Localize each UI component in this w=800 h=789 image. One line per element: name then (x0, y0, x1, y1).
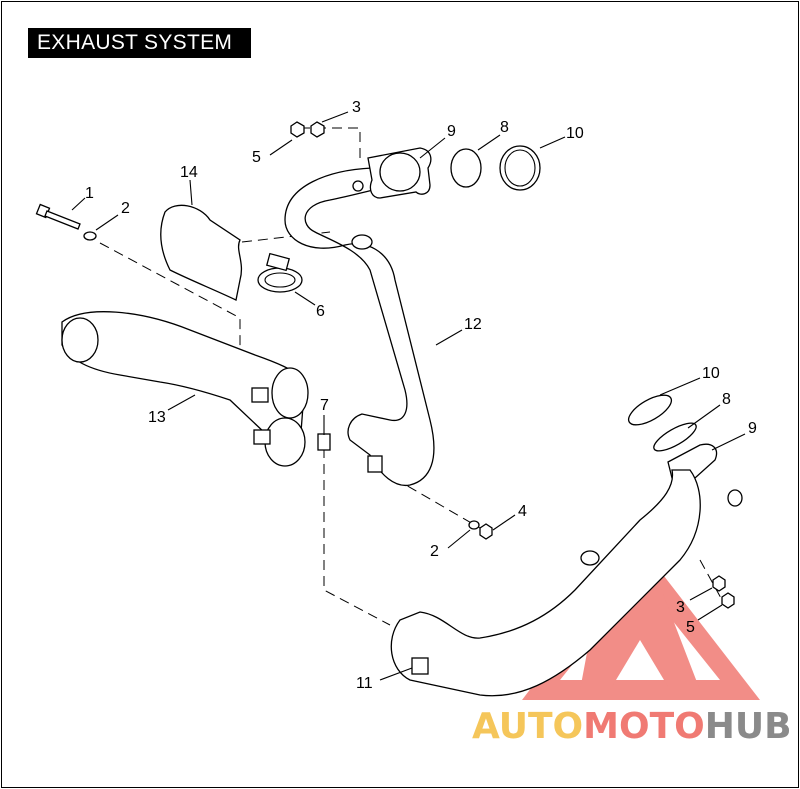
watermark-hub: HUB (705, 706, 792, 747)
callout-12: 12 (464, 316, 482, 333)
callout-6: 6 (316, 303, 325, 320)
part-2-washer (83, 231, 97, 241)
callout-10-lower: 10 (702, 365, 720, 382)
part-14-heat-shield (160, 204, 243, 301)
callout-8-lower: 8 (722, 391, 731, 408)
callout-13: 13 (148, 409, 166, 426)
watermark-moto: MOTO (583, 706, 705, 747)
part-4-nut (479, 523, 493, 540)
part-12-sensor-boss (351, 234, 373, 250)
callout-labels: 1 2 3 5 9 8 10 14 6 12 13 7 10 8 9 4 2 3… (85, 99, 757, 692)
part-7-spacer (317, 433, 331, 451)
callout-2-lower: 2 (430, 543, 439, 560)
watermark-auto: AUTO (472, 706, 583, 747)
leader-lines (71, 111, 746, 681)
watermark-text: AUTOMOTOHUB (472, 706, 792, 747)
part-11-rear-head-pipe (390, 469, 701, 697)
part-10-retaining-ring-lower (627, 394, 673, 426)
callout-9-lower: 9 (748, 420, 757, 437)
diagram-title: EXHAUST SYSTEM (28, 28, 251, 58)
callout-1: 1 (85, 185, 94, 202)
part-3-nut-lower (712, 575, 726, 592)
callout-2: 2 (121, 200, 130, 217)
callout-3: 3 (352, 99, 361, 116)
callout-7: 7 (320, 397, 329, 414)
callout-9: 9 (447, 123, 456, 140)
part-8-gasket-ring (450, 148, 482, 188)
part-11-stud (727, 489, 743, 507)
callout-11: 11 (356, 675, 373, 692)
part-5-nut (290, 121, 305, 138)
callout-3-lower: 3 (676, 599, 685, 616)
part-13-crossover (61, 311, 309, 467)
callout-10: 10 (566, 125, 584, 142)
callout-5-lower: 5 (686, 619, 695, 636)
part-11-sensor-boss (580, 550, 600, 566)
callout-8: 8 (500, 119, 509, 136)
part-10-retaining-ring (499, 145, 541, 191)
part-6-clamp (257, 252, 303, 293)
part-2-washer-lower (468, 520, 480, 530)
part-8-gasket-ring-lower (653, 422, 697, 452)
callout-4: 4 (518, 503, 527, 520)
part-12-front-head-pipe (284, 167, 435, 487)
part-12-bracket (367, 455, 383, 473)
callout-14: 14 (180, 164, 198, 181)
part-1-bolt (35, 203, 81, 230)
part-3-nut (310, 121, 325, 138)
part-11-bracket (411, 657, 429, 675)
part-5-nut-lower (721, 592, 735, 609)
part-9-flange (367, 147, 432, 199)
callout-5: 5 (252, 149, 261, 166)
part-12-stud (352, 180, 364, 192)
